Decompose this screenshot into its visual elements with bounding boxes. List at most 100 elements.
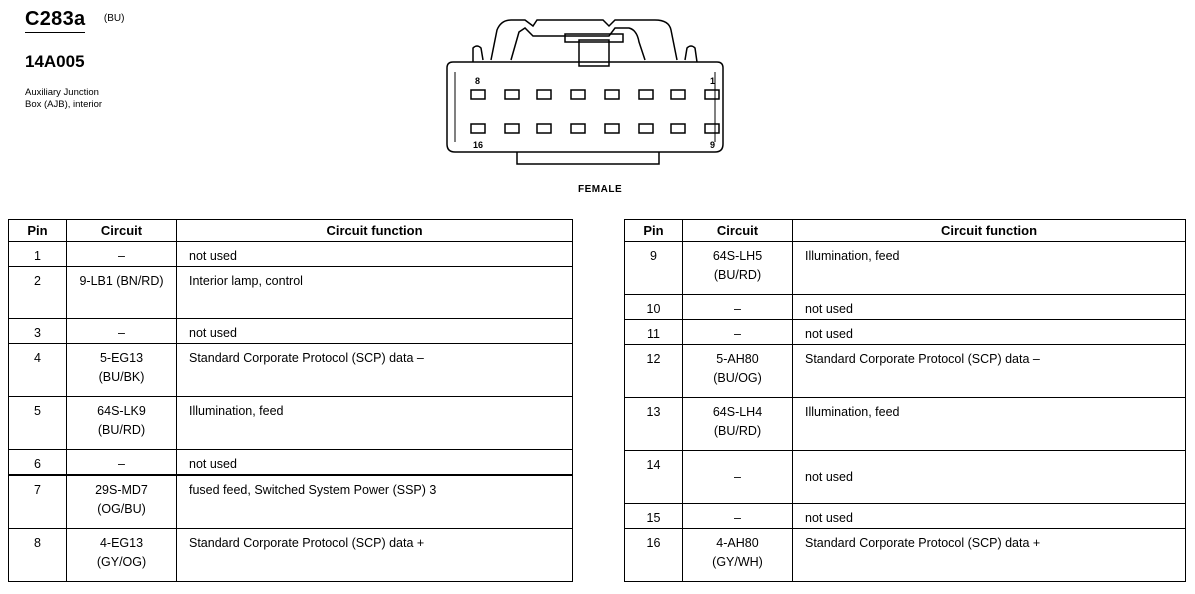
table-row: 5 64S-LK9 (BU/RD) Illumination, feed (8, 396, 573, 450)
header-pin: Pin (8, 219, 67, 242)
table-row: 14 – not used (624, 450, 1186, 504)
circuit-cell: – (682, 294, 793, 320)
pin-number: 13 (624, 397, 683, 451)
pin-number: 15 (624, 503, 683, 529)
view-label: FEMALE (578, 184, 623, 195)
circuit-code: 9-LB1 (BN/RD) (79, 274, 164, 288)
circuit-cell: 29S-MD7 (OG/BU) (66, 474, 177, 529)
function-cell: not used (792, 319, 1186, 345)
description-line-2: Box (AJB), interior (25, 99, 103, 110)
circuit-code: – (734, 469, 741, 484)
wire-color: (BU/BK) (98, 370, 145, 384)
circuit-code: 4-AH80 (716, 536, 759, 550)
circuit-cell: – (682, 503, 793, 529)
pin-number: 4 (8, 343, 67, 397)
function-cell: Illumination, feed (792, 241, 1186, 295)
connector-id: C283a (25, 6, 86, 33)
circuit-cell: – (66, 449, 177, 476)
circuit-code: – (734, 327, 741, 341)
pin-table-left: Pin Circuit Circuit function 1 – not use… (8, 219, 573, 582)
wire-color: (BU/OG) (713, 371, 762, 385)
pin-number: 8 (8, 527, 67, 582)
pin-label-1: 1 (710, 76, 715, 86)
table-row: 9 64S-LH5(BU/RD) Illumination, feed (624, 241, 1186, 295)
circuit-code: – (118, 457, 125, 471)
table-row: 1 – not used (8, 241, 573, 267)
latch-block (578, 39, 610, 67)
pin-label-8: 8 (475, 76, 480, 86)
circuit-code: – (118, 249, 125, 263)
pin-number: 11 (624, 319, 683, 345)
circuit-code: 5-EG13 (99, 351, 144, 365)
connector-housing (446, 61, 724, 153)
latch-outline (472, 19, 698, 63)
function-cell: Standard Corporate Protocol (SCP) data + (176, 527, 573, 582)
pin-number: 9 (624, 241, 683, 295)
table-row: 16 4-AH80(GY/WH) Standard Corporate Prot… (624, 528, 1186, 582)
pin-number: 3 (8, 318, 67, 344)
pin-number: 6 (8, 449, 67, 476)
function-cell: not used (792, 294, 1186, 320)
function-cell: not used (792, 450, 1186, 504)
header-circuit: Circuit (66, 219, 177, 242)
latch-bar (564, 33, 624, 43)
pin-number: 14 (624, 450, 683, 504)
table-header-row: Pin Circuit Circuit function (624, 219, 1186, 242)
header-function: Circuit function (792, 219, 1186, 242)
pin-number: 7 (8, 474, 67, 529)
circuit-cell: – (66, 318, 177, 344)
function-cell: Interior lamp, control (176, 266, 573, 319)
connector-color: (BU) (103, 13, 125, 24)
circuit-code: – (734, 302, 741, 316)
pin-number: 1 (8, 241, 67, 267)
circuit-cell: 4-AH80(GY/WH) (682, 528, 793, 582)
circuit-code: 64S-LK9 (97, 404, 146, 418)
housing-base (516, 152, 660, 165)
table-row: 6 – not used (8, 449, 573, 476)
circuit-cell: 5-AH80(BU/OG) (682, 344, 793, 398)
function-cell: fused feed, Switched System Power (SSP) … (176, 474, 573, 529)
connector-face-diagram: 8 1 16 9 (446, 19, 724, 165)
circuit-code: 29S-MD7 (95, 483, 148, 497)
function-cell: Illumination, feed (176, 396, 573, 450)
pin-table-right: Pin Circuit Circuit function 9 64S-LH5(B… (624, 219, 1186, 582)
connector-header: C283a (BU) (25, 6, 124, 33)
pin-number: 16 (624, 528, 683, 582)
wire-color: (BU/RD) (713, 268, 762, 282)
circuit-cell: 9-LB1 (BN/RD) (66, 266, 177, 319)
circuit-cell: 4-EG13(GY/OG) (66, 527, 177, 582)
function-cell: not used (792, 503, 1186, 529)
table-row: 4 5-EG13(BU/BK) Standard Corporate Proto… (8, 343, 573, 397)
circuit-code: – (734, 511, 741, 525)
table-row: 12 5-AH80(BU/OG) Standard Corporate Prot… (624, 344, 1186, 398)
circuit-code: – (118, 326, 125, 340)
circuit-cell: 5-EG13 (BU/BK) (66, 343, 177, 397)
table-row: 2 9-LB1 (BN/RD) Interior lamp, control (8, 266, 573, 319)
circuit-cell: 64S-LK9 (BU/RD) (66, 396, 177, 450)
circuit-cell: 64S-LH4(BU/RD) (682, 397, 793, 451)
table-row: 7 29S-MD7 (OG/BU) fused feed, Switched Sy… (8, 474, 573, 529)
function-cell: not used (176, 318, 573, 344)
circuit-code: 64S-LH4 (712, 405, 763, 419)
connector-description: Auxiliary Junction Box (AJB), interior (25, 87, 145, 111)
description-line-1: Auxiliary Junction (25, 87, 99, 98)
table-row: 15 – not used (624, 503, 1186, 529)
header-function: Circuit function (176, 219, 573, 242)
table-header-row: Pin Circuit Circuit function (8, 219, 573, 242)
pin-number: 5 (8, 396, 67, 450)
circuit-cell: 64S-LH5(BU/RD) (682, 241, 793, 295)
header-pin: Pin (624, 219, 683, 242)
table-row: 13 64S-LH4(BU/RD) Illumination, feed (624, 397, 1186, 451)
wire-color: (BU/RD) (97, 423, 146, 437)
wire-color: (OG/BU) (97, 502, 146, 516)
pin-cavities (470, 89, 720, 134)
circuit-cell: – (682, 450, 793, 504)
part-number: 14A005 (25, 52, 85, 71)
function-cell: not used (176, 449, 573, 476)
pin-number: 12 (624, 344, 683, 398)
pin-label-16: 16 (473, 140, 483, 150)
wire-color: (GY/OG) (96, 554, 147, 569)
pin-number: 2 (8, 266, 67, 319)
function-cell: Standard Corporate Protocol (SCP) data – (792, 344, 1186, 398)
table-row: 11 – not used (624, 319, 1186, 345)
